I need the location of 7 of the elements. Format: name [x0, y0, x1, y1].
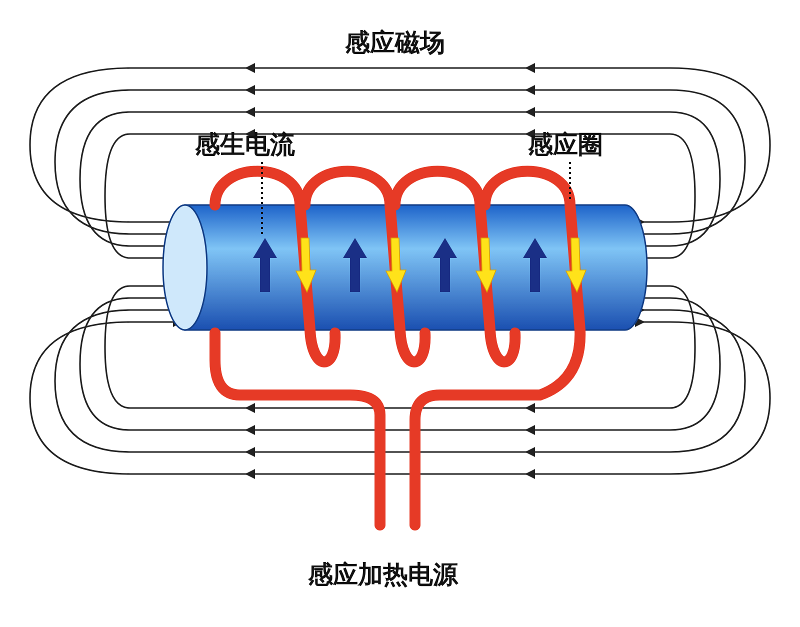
field-label: 感应磁场	[345, 28, 445, 58]
leader-line	[261, 162, 263, 236]
callout-text: 感应圈	[528, 130, 603, 160]
leader-line	[569, 162, 571, 200]
power-supply-label: 感应加热电源	[308, 560, 458, 590]
callout-text: 感生电流	[195, 130, 295, 160]
coil-drawing	[210, 166, 586, 530]
